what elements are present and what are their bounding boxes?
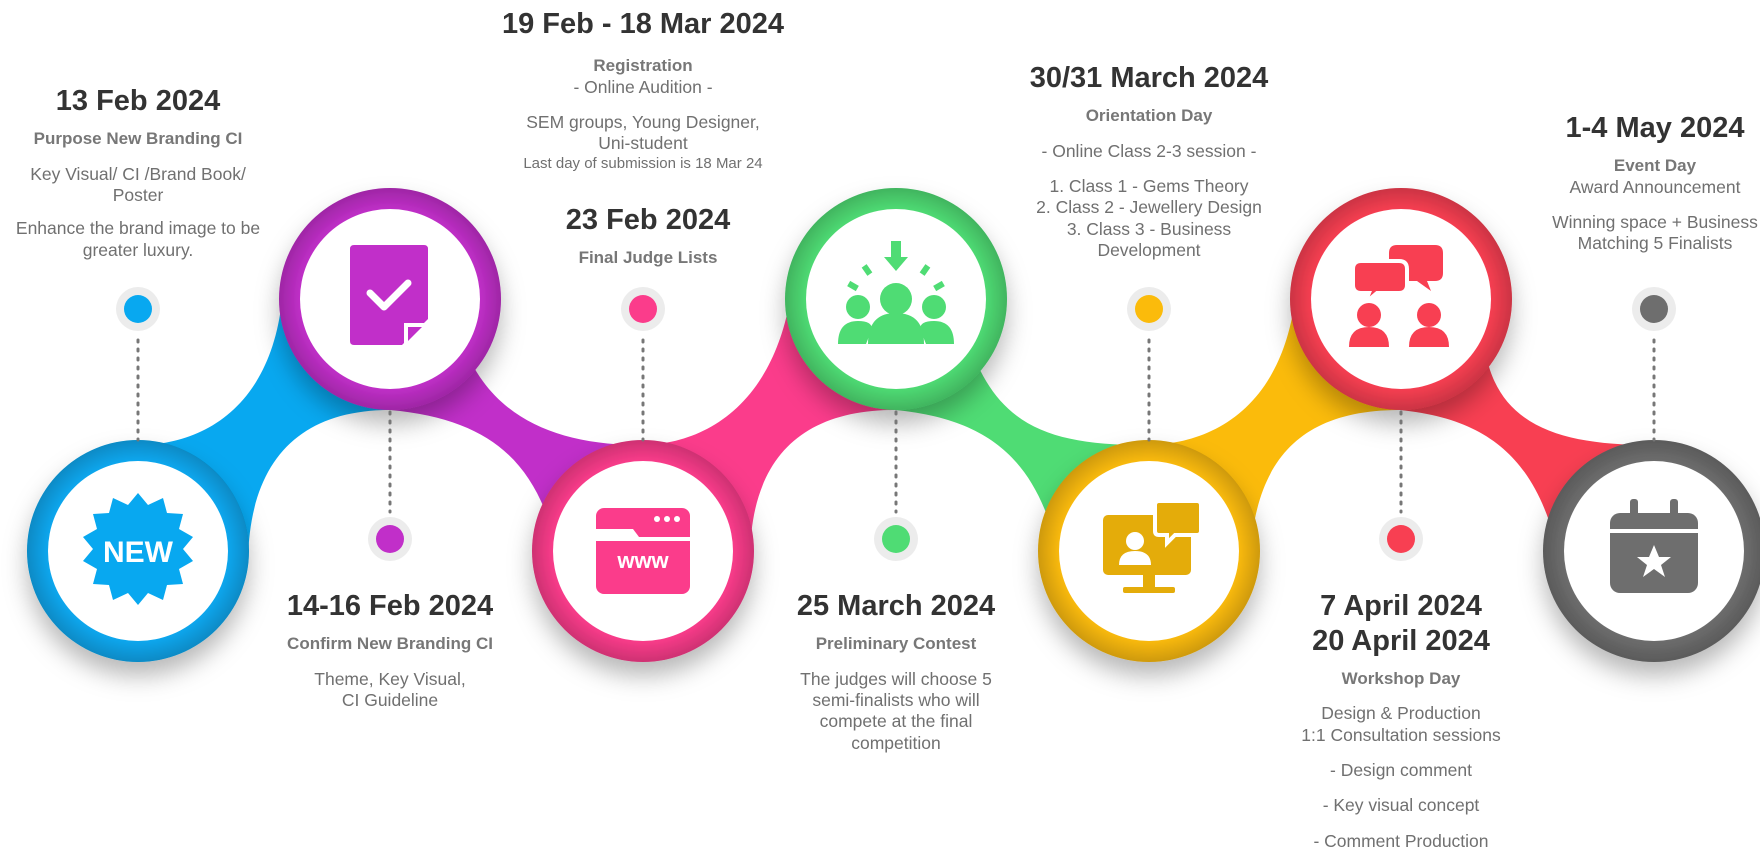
milestone-25-march: 25 March 2024 Preliminary Contest The ju…: [756, 589, 1036, 754]
milestone-text: SEM groups, Young Designer,: [526, 111, 760, 132]
milestone-text: Poster: [112, 184, 164, 205]
milestone-date: 30/31 March 2024: [1029, 62, 1269, 94]
milestone-text: Matching 5 Finalists: [1577, 233, 1733, 254]
milestone-title: Purpose New Branding CI: [33, 128, 243, 148]
milestone-23-feb: 23 Feb 2024 Final Judge Lists: [508, 203, 788, 269]
workshop-item: - Key visual concept: [1322, 795, 1480, 816]
milestone-title: Orientation Day: [1085, 105, 1213, 125]
milestone-dot-1: [116, 287, 160, 331]
milestone-title: Final Judge Lists: [578, 247, 718, 267]
milestone-text: Design & Production: [1321, 703, 1481, 724]
group-selection-icon: [838, 241, 954, 344]
milestone-dot-5: [1127, 287, 1171, 331]
milestone-date: 23 Feb 2024: [565, 204, 731, 236]
milestone-text: 1. Class 1 - Gems Theory: [1049, 175, 1249, 196]
milestone-text: Enhance the brand image to be: [15, 218, 261, 239]
milestone-date: 1-4 May 2024: [1565, 112, 1745, 144]
milestone-text: Uni-student: [598, 133, 688, 154]
milestone-text: Development: [1097, 239, 1201, 260]
milestone-note: Last day of submission is 18 Mar 24: [523, 154, 763, 172]
milestone-date: 13 Feb 2024: [55, 85, 221, 117]
milestone-text: 3. Class 3 - Business: [1066, 218, 1232, 239]
milestone-dot-4: [874, 517, 918, 561]
milestone-text: competition: [851, 732, 941, 753]
milestone-text: The judges will choose 5: [800, 668, 992, 689]
milestone-date-2: 20 April 2024: [1312, 624, 1490, 657]
milestone-registration: 19 Feb - 18 Mar 2024 Registration - Onli…: [473, 7, 813, 173]
milestone-text: Winning space + Business: [1552, 211, 1758, 232]
milestone-text: CI Guideline: [341, 689, 439, 710]
milestone-title: Registration: [593, 55, 693, 75]
milestone-subtitle: - Online Audition -: [573, 76, 713, 97]
milestone-subtitle: Award Announcement: [1569, 176, 1741, 197]
online-meeting-icon: [1103, 499, 1203, 593]
calendar-star-icon: [1610, 499, 1698, 593]
workshop-item: - Design comment: [1330, 760, 1472, 781]
milestone-date: 14-16 Feb 2024: [286, 590, 494, 622]
milestone-title: Workshop Day: [1341, 668, 1461, 688]
milestone-text: Theme, Key Visual,: [314, 668, 466, 689]
milestone-date: 19 Feb - 18 Mar 2024: [501, 8, 785, 40]
consultation-chat-icon: [1349, 245, 1449, 347]
milestone-date: 25 March 2024: [796, 590, 996, 622]
new-badge-icon: NEW: [83, 493, 193, 605]
document-check-icon: [350, 245, 430, 349]
milestone-text: semi-finalists who will: [812, 689, 980, 710]
milestone-text: compete at the final: [819, 711, 973, 732]
milestone-title: Confirm New Branding CI: [287, 633, 493, 653]
new-badge-text: NEW: [103, 536, 174, 569]
milestone-date: 7 April 2024: [1320, 590, 1482, 622]
milestone-title: Event Day: [1613, 155, 1697, 175]
milestone-subtitle: - Online Class 2-3 session -: [1041, 140, 1257, 161]
milestone-text: Key Visual/ CI /Brand Book/: [30, 163, 246, 184]
www-text: www: [616, 548, 669, 573]
milestone-title: Preliminary Contest: [815, 633, 977, 653]
milestone-event-day: 1-4 May 2024 Event Day Award Announcemen…: [1530, 111, 1760, 255]
milestone-text: 1:1 Consultation sessions: [1301, 724, 1501, 745]
milestone-text: greater luxury.: [82, 239, 194, 260]
circle-chat: [1290, 188, 1512, 410]
milestone-13-feb: 13 Feb 2024 Purpose New Branding CI Key …: [0, 84, 276, 261]
workshop-item: - Comment Production: [1313, 830, 1489, 851]
milestone-dot-7: [1632, 287, 1676, 331]
milestone-orientation: 30/31 March 2024 Orientation Day - Onlin…: [994, 61, 1304, 261]
milestone-workshop: 7 April 2024 20 April 2024 Workshop Day …: [1256, 589, 1546, 852]
milestone-dot-2: [368, 517, 412, 561]
milestone-dot-3: [621, 287, 665, 331]
milestone-dot-6: [1379, 517, 1423, 561]
milestone-text: 2. Class 2 - Jewellery Design: [1036, 197, 1262, 218]
www-browser-icon: www: [596, 508, 690, 594]
milestone-14-16-feb: 14-16 Feb 2024 Confirm New Branding CI T…: [250, 589, 530, 711]
